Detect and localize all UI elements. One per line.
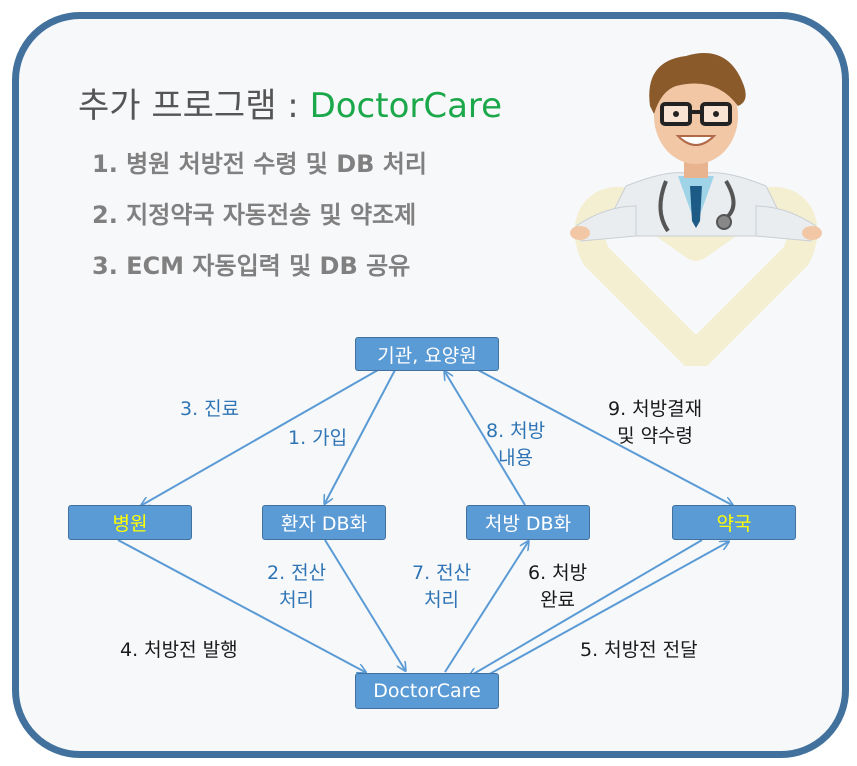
node-rx-db: 처방 DB화: [466, 505, 590, 540]
label-step-6: 6. 처방 완료: [528, 560, 587, 614]
node-org: 기관, 요양원: [355, 337, 499, 371]
feature-item: 3. ECM 자동입력 및 DB 공유: [92, 252, 411, 280]
arrow-pharmacy-to-doctorcare: [470, 539, 703, 676]
label-step-3: 3. 진료: [180, 398, 240, 420]
arrow-patientdb-to-doctorcare: [324, 539, 405, 670]
feature-item: 2. 지정약국 자동전송 및 약조제: [92, 201, 417, 229]
label-step-7-line2: 처리: [424, 589, 460, 611]
arrow-org-to-patient-db: [325, 369, 396, 503]
node-patient-db: 환자 DB화: [262, 505, 386, 540]
label-step-8: 8. 처방 내용: [486, 418, 545, 472]
feature-item: 1. 병원 처방전 수령 및 DB 처리: [92, 150, 427, 178]
label-step-1: 1. 가입: [288, 427, 348, 449]
title-prefix: 추가 프로그램 :: [78, 86, 310, 126]
label-step-8-line2: 내용: [498, 447, 534, 469]
label-step-7: 7. 전산 처리: [412, 560, 471, 614]
label-step-9-line1: 9. 처방결재: [608, 398, 703, 420]
app-name: DoctorCare: [309, 86, 503, 126]
page-title: 추가 프로그램 : DoctorCare: [78, 78, 502, 127]
label-step-2-line2: 처리: [279, 589, 315, 611]
label-step-4: 4. 처방전 발행: [120, 639, 238, 661]
doctor-icon: [570, 53, 822, 366]
arrow-rxdb-to-org: [445, 372, 526, 506]
label-step-2-line1: 2. 전산: [267, 562, 327, 584]
arrow-hospital-to-doctorcare: [117, 539, 365, 672]
label-step-9: 9. 처방결재 및 약수령: [608, 396, 702, 450]
arrow-doctorcare-to-pharmacy: [485, 542, 728, 677]
arrow-org-to-pharmacy: [477, 369, 732, 505]
label-step-6-line1: 6. 처방: [528, 562, 588, 584]
label-step-9-line2: 및 약수령: [617, 425, 694, 447]
label-step-8-line1: 8. 처방: [486, 420, 546, 442]
label-step-7-line1: 7. 전산: [412, 562, 472, 584]
node-doctorcare: DoctorCare: [355, 673, 499, 709]
node-hospital: 병원: [68, 505, 192, 540]
node-pharmacy: 약국: [672, 505, 796, 540]
label-step-6-line2: 완료: [540, 589, 576, 611]
arrow-doctorcare-to-rxdb: [444, 542, 528, 673]
arrow-org-to-hospital: [142, 369, 379, 505]
label-step-5: 5. 처방전 전달: [580, 639, 698, 661]
label-step-2: 2. 전산 처리: [267, 560, 326, 614]
